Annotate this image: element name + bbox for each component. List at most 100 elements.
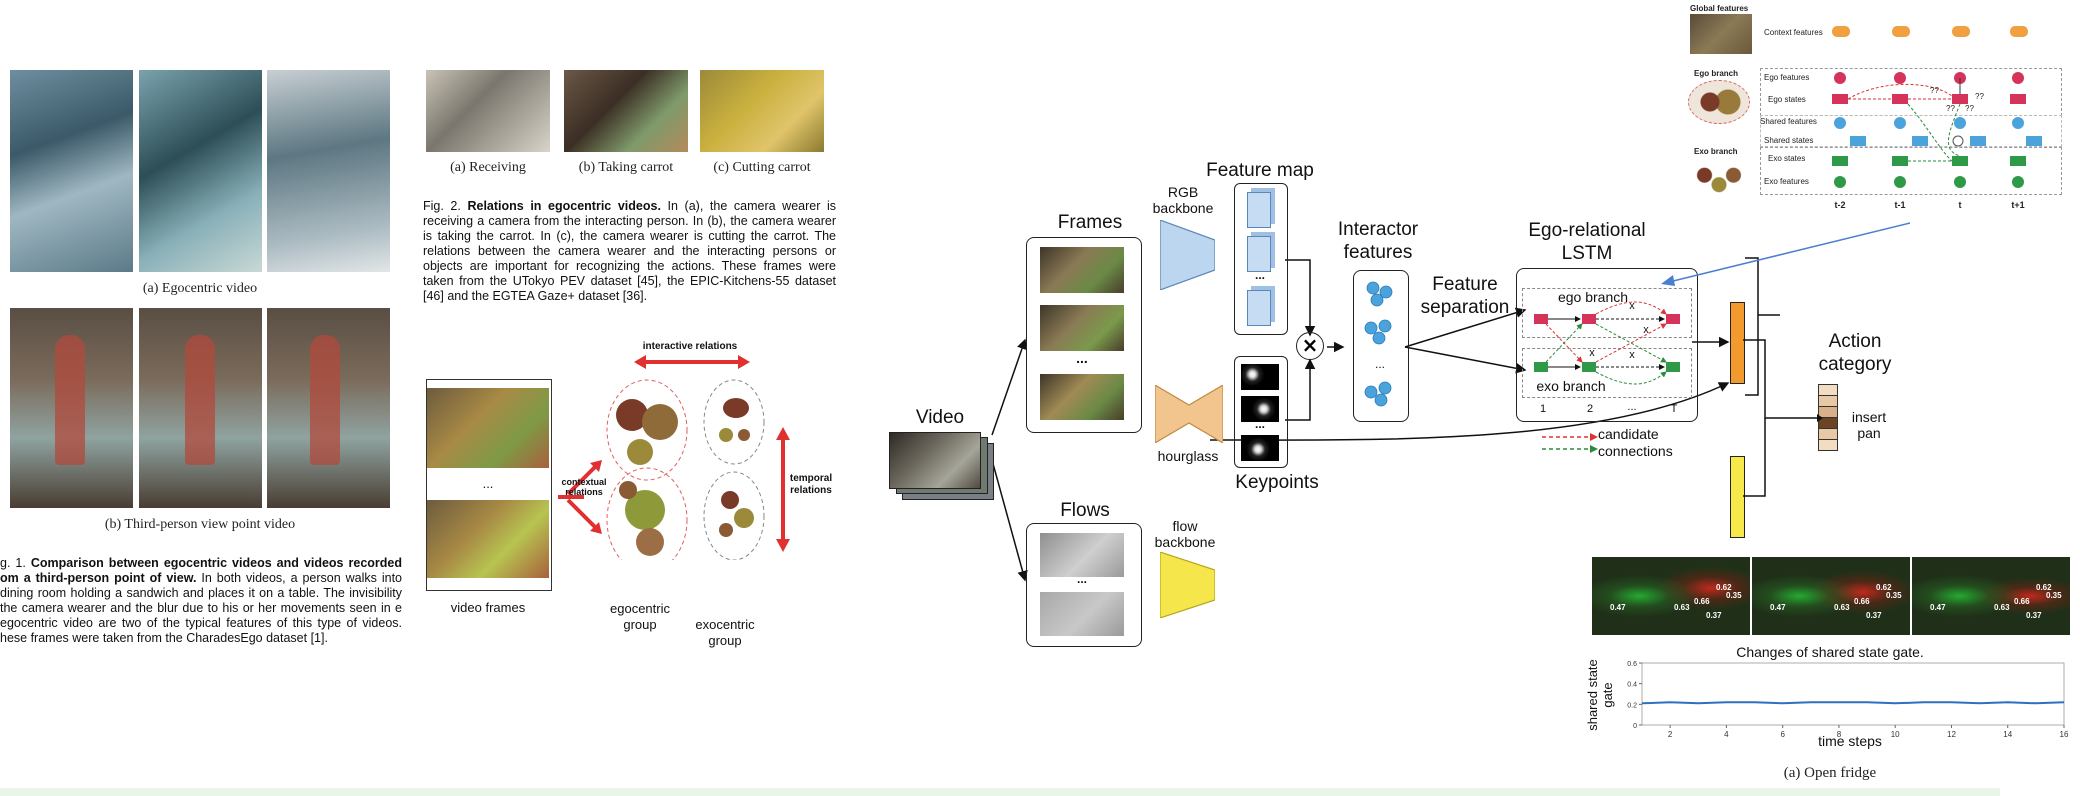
orange-to-action [1745, 257, 1780, 316]
feature-map-box [1234, 183, 1288, 335]
inset-time-t-2: t-2 [1834, 200, 1846, 210]
inset-graph [1832, 26, 2042, 188]
fig1-label: g. 1. [0, 556, 31, 570]
cutting-carrot-frame [700, 70, 824, 152]
temporal-arrow-head-up [776, 427, 790, 440]
keypoint-map [1241, 435, 1279, 461]
temporal-relations-label: temporal relations [789, 473, 833, 496]
heatmap-value-label: 0.66 [1694, 597, 1710, 606]
contextual-arrow-down [566, 498, 600, 532]
action-cell [1818, 429, 1838, 440]
featuremap-to-mult [1285, 259, 1316, 337]
rgb-backbone-label: RGB backbone [1152, 184, 1214, 216]
heatmap-value-label: 0.66 [2014, 597, 2030, 606]
fig2-caption-a: (a) Receiving [450, 160, 526, 175]
video-frames-ellipsis: ... [482, 476, 494, 491]
flow-backbone-shape [1160, 552, 1215, 618]
lstm-internal [1534, 301, 1680, 385]
exo-object [734, 508, 754, 528]
inset-exo-region [1760, 147, 2062, 195]
heatmap-value-label: 0.63 [1674, 603, 1690, 612]
ego-object [642, 404, 678, 440]
feature-cube [1247, 290, 1271, 326]
pipeline-connectors [991, 257, 1780, 582]
rgb-backbone-shape [1160, 220, 1215, 290]
fig2-caption-b: (b) Taking carrot [578, 160, 674, 175]
heatmap-value-label: 0.62 [1876, 583, 1892, 592]
heatmap-value-label: 0.37 [2026, 611, 2042, 620]
context-nodes [1832, 26, 2028, 37]
yellow-to-action [1745, 315, 1759, 396]
person-figure [310, 335, 340, 465]
exo-branch-inset-label: Exo branch [1694, 147, 1738, 156]
action-stack [1818, 384, 1838, 452]
feature-cube [1247, 236, 1271, 272]
fig2-label: Fig. 2. [423, 199, 468, 213]
heatmap-frame-2 [1752, 557, 1910, 635]
y-tick-label: 0.2 [1627, 702, 1637, 709]
fig1-body: In both videos, a person walks into dini… [0, 571, 402, 645]
heatmap-value-label: 0.37 [1706, 611, 1722, 620]
video-frame-bottom [427, 500, 549, 578]
egocentric-frame-1 [10, 70, 133, 272]
flows-box [1026, 523, 1142, 647]
flow-feature-bar [1730, 456, 1745, 538]
x-tick-label: 8 [1837, 730, 1842, 739]
interactor-box [1353, 270, 1409, 422]
exo-thumbs [1690, 160, 1748, 198]
bottom-band [0, 788, 2000, 796]
contextual-arrow-down-head [590, 522, 602, 534]
inset-time-t: t [1958, 200, 1962, 210]
inset-time-t-1: t-1 [1894, 200, 1906, 210]
fig1-caption-a: (a) Egocentric video [142, 281, 258, 296]
inset-question-mark: ?? [1965, 104, 1974, 113]
frames-dots: ... [1076, 350, 1088, 366]
rgb-feature-bar [1730, 302, 1745, 384]
fig2-title: Relations in egocentric videos. [467, 199, 661, 213]
interactive-arrow-head-left [634, 355, 646, 369]
relations-graphics [558, 355, 790, 560]
exo-object [721, 491, 739, 509]
gate-title: Changes of shared state gate. [1736, 644, 1924, 660]
video-stack-front [889, 432, 981, 489]
fig1-title: Comparison between egocentric videos and… [0, 556, 402, 585]
exo-branch-label: exo branch [1536, 378, 1606, 394]
exocentric-group-label: exocentric group [695, 617, 755, 648]
global-features-label: Global features [1690, 4, 1749, 13]
lstm-cut-mark: x [1643, 324, 1649, 336]
receiving-frame [426, 70, 550, 152]
interactor-features-label: Interactor features [1337, 219, 1419, 263]
inset-row-exo-features: Exo features [1764, 177, 1809, 186]
flows-label: Flows [1060, 500, 1110, 521]
keypoint-map [1241, 396, 1279, 422]
keypoints-dots: ... [1254, 417, 1265, 431]
x-tick-label: 6 [1780, 730, 1785, 739]
feature-map-dots: ... [1254, 268, 1265, 282]
exo-object [723, 398, 749, 418]
separation-to-exo [1404, 346, 1527, 374]
frame-thumb-1 [1040, 247, 1124, 293]
ego-object [636, 528, 664, 556]
gate-caption: (a) Open fridge [1783, 765, 1877, 781]
heatmap-value-label: 0.63 [1834, 603, 1850, 612]
flow-thumb-2 [1040, 592, 1124, 636]
multiply-icon: × [1296, 332, 1324, 360]
separation-to-ego [1404, 307, 1527, 348]
ego-object [616, 399, 648, 431]
inset-question-mark: ?? [1975, 92, 1984, 101]
exo-branch-box [1522, 348, 1692, 398]
lstm-tick-dots: ... [1627, 401, 1637, 413]
inset-row-context: Context features [1764, 28, 1823, 37]
feature-separation-label: Feature separation [1420, 274, 1510, 318]
heatmap-value-label: 0.47 [1930, 603, 1946, 612]
frame-thumb-2 [1040, 305, 1124, 351]
feature-map-label: Feature map [1206, 160, 1314, 181]
gate-series-line [1641, 701, 2065, 705]
lstm-cut-mark: x [1629, 349, 1635, 361]
ego-group-bottom [606, 467, 688, 560]
interactor-dots-ellipsis: ... [1374, 357, 1385, 371]
egocentric-frame-2 [139, 70, 262, 272]
keypoints-label: Keypoints [1235, 472, 1319, 493]
ego-thumbs [1688, 80, 1750, 124]
contextual-relations-label: contextual relations [561, 477, 607, 497]
